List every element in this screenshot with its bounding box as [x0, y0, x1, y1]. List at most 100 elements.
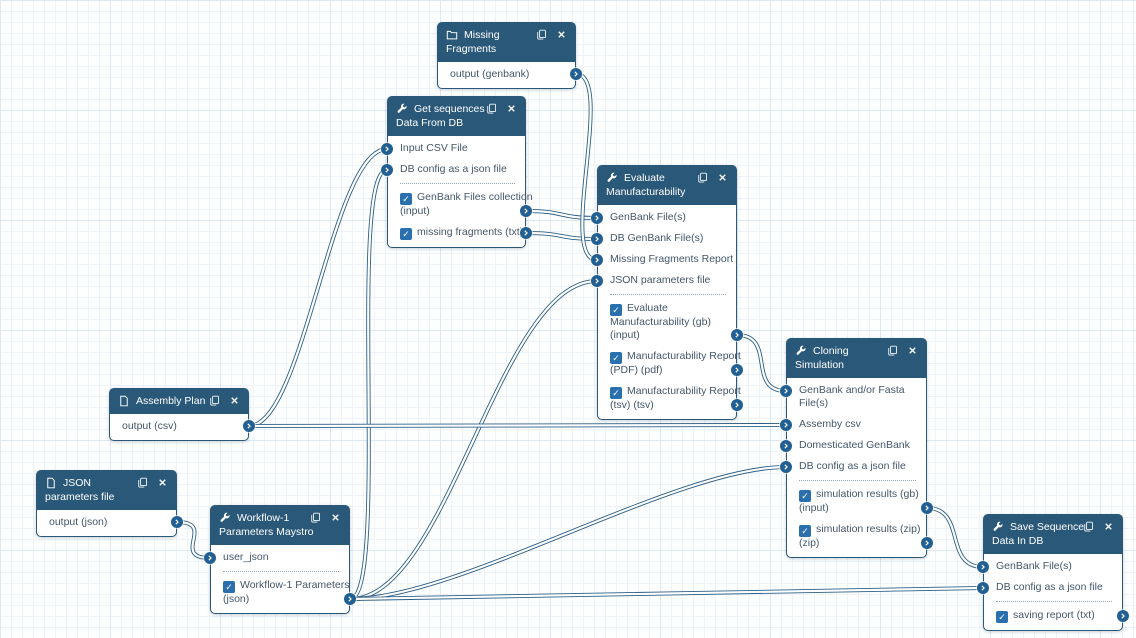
duplicate-button[interactable]	[486, 103, 497, 114]
output-connector[interactable]	[344, 593, 356, 605]
close-button[interactable]	[157, 477, 168, 488]
output-connector[interactable]	[171, 516, 183, 528]
duplicate-button[interactable]	[887, 345, 898, 356]
output-label: ✓saving report (txt)	[996, 609, 1112, 623]
output-connector[interactable]	[731, 364, 743, 376]
close-icon[interactable]	[229, 395, 240, 406]
node-header[interactable]: Assembly Plan	[110, 389, 248, 414]
output-connector[interactable]	[921, 502, 933, 514]
duplicate-button[interactable]	[536, 29, 547, 40]
output-connector[interactable]	[731, 399, 743, 411]
input-connector[interactable]	[591, 233, 603, 245]
duplicate-icon[interactable]	[697, 172, 708, 183]
duplicate-icon[interactable]	[209, 395, 220, 406]
close-icon[interactable]	[157, 477, 168, 488]
output-connector[interactable]	[243, 420, 255, 432]
output-checkbox-checked[interactable]: ✓	[400, 228, 412, 240]
input-connector[interactable]	[977, 582, 989, 594]
close-icon[interactable]	[506, 103, 517, 114]
close-icon[interactable]	[717, 172, 728, 183]
input-connector[interactable]	[591, 212, 603, 224]
duplicate-button[interactable]	[1083, 521, 1094, 532]
connection-ribbon[interactable]	[349, 465, 787, 601]
duplicate-button[interactable]	[137, 477, 148, 488]
output-checkbox-checked[interactable]: ✓	[223, 581, 235, 593]
output-checkbox-checked[interactable]: ✓	[400, 193, 412, 205]
close-button[interactable]	[556, 29, 567, 40]
output-checkbox-checked[interactable]: ✓	[610, 304, 622, 316]
input-connector[interactable]	[591, 275, 603, 287]
node-output-row: ✓simulation results (zip)(zip)	[787, 519, 933, 554]
duplicate-icon[interactable]	[137, 477, 148, 488]
input-label: Domesticated GenBank	[799, 439, 910, 451]
input-connector[interactable]	[780, 419, 792, 431]
output-checkbox-checked[interactable]: ✓	[996, 611, 1008, 623]
input-connector[interactable]	[381, 143, 393, 155]
input-connector[interactable]	[204, 552, 216, 564]
output-connector[interactable]	[1117, 610, 1129, 622]
duplicate-icon[interactable]	[536, 29, 547, 40]
output-checkbox-checked[interactable]: ✓	[799, 490, 811, 502]
connection-ribbon[interactable]	[349, 168, 388, 601]
connection-ribbon[interactable]	[248, 147, 388, 428]
output-checkbox-checked[interactable]: ✓	[799, 525, 811, 537]
close-button[interactable]	[1103, 521, 1114, 532]
output-checkbox-checked[interactable]: ✓	[610, 387, 622, 399]
output-connector[interactable]	[520, 205, 532, 217]
close-button[interactable]	[330, 512, 341, 523]
input-connector[interactable]	[780, 385, 792, 397]
connection-ribbon[interactable]	[248, 423, 787, 428]
input-connector[interactable]	[591, 254, 603, 266]
output-connector[interactable]	[570, 68, 582, 80]
connection-ribbon[interactable]	[926, 506, 984, 569]
connection-ribbon[interactable]	[349, 586, 984, 601]
connection-ribbon[interactable]	[525, 209, 598, 220]
duplicate-icon[interactable]	[887, 345, 898, 356]
connection-ribbon[interactable]	[575, 72, 598, 262]
duplicate-icon[interactable]	[486, 103, 497, 114]
input-connector[interactable]	[780, 440, 792, 452]
close-icon[interactable]	[907, 345, 918, 356]
duplicate-button[interactable]	[310, 512, 321, 523]
node-body: output (csv)	[110, 414, 255, 440]
output-connector[interactable]	[520, 227, 532, 239]
input-connector[interactable]	[780, 461, 792, 473]
output-connector[interactable]	[921, 537, 933, 549]
duplicate-icon[interactable]	[1083, 521, 1094, 532]
close-button[interactable]	[717, 172, 728, 183]
connection-ribbon[interactable]	[349, 279, 598, 601]
close-button[interactable]	[907, 345, 918, 356]
output-connector[interactable]	[731, 329, 743, 341]
close-icon[interactable]	[330, 512, 341, 523]
close-button[interactable]	[506, 103, 517, 114]
close-icon[interactable]	[1103, 521, 1114, 532]
connection-ribbon[interactable]	[736, 333, 787, 393]
duplicate-button[interactable]	[697, 172, 708, 183]
connection-ribbon[interactable]	[525, 231, 598, 241]
close-button[interactable]	[229, 395, 240, 406]
output-label: Manufacturability (gb)	[610, 316, 711, 328]
duplicate-button[interactable]	[209, 395, 220, 406]
duplicate-icon[interactable]	[310, 512, 321, 523]
output-checkbox-checked[interactable]: ✓	[610, 352, 622, 364]
input-connector[interactable]	[381, 164, 393, 176]
close-icon[interactable]	[556, 29, 567, 40]
input-connector[interactable]	[977, 561, 989, 573]
